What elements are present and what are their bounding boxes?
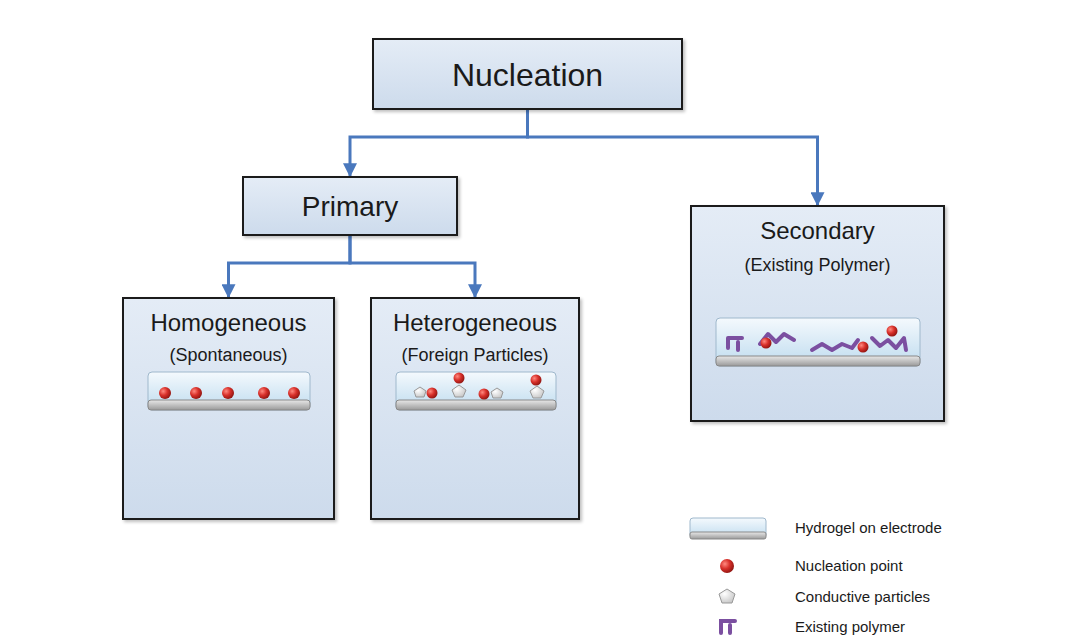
existing-polymer (728, 334, 906, 350)
hydrogel-swatch (690, 518, 766, 538)
box-title: Primary (302, 191, 398, 223)
polymer-swatch (721, 621, 735, 633)
box-subtitle: (Existing Polymer) (744, 255, 890, 276)
box-title: Homogeneous (150, 309, 306, 337)
branch-arrow (528, 110, 818, 205)
conductive-particle (414, 387, 426, 397)
nucleation-point (288, 387, 300, 399)
nucleation-point (190, 387, 202, 399)
conductive-particle (530, 386, 544, 398)
nucleation-point (454, 373, 465, 384)
root-box: Nucleation (372, 38, 683, 110)
nucleation-point (531, 375, 542, 386)
box-title: Heterogeneous (393, 309, 557, 337)
particle-swatch (719, 589, 735, 603)
box-subtitle: (Spontaneous) (169, 345, 287, 366)
nucleation-swatch (720, 559, 734, 573)
legend-text: Hydrogel on electrode (795, 519, 942, 536)
branch-arrow (350, 110, 528, 176)
nucleation-point (479, 389, 490, 400)
hydrogel-electrode (396, 372, 556, 410)
nucleation-point (222, 387, 234, 399)
conductive-particle (452, 385, 466, 397)
legend-text: Nucleation point (795, 557, 903, 574)
nucleation-point (761, 338, 772, 349)
branch-arrow (229, 236, 351, 297)
category-box: Secondary (Existing Polymer) (690, 205, 945, 422)
category-box: Primary (242, 176, 458, 236)
nucleation-point (427, 388, 438, 399)
electrode-swatch (690, 532, 766, 539)
conductive-particle (491, 388, 503, 398)
nucleation-point (858, 342, 869, 353)
box-subtitle: (Foreign Particles) (401, 345, 548, 366)
category-box: Homogeneous (Spontaneous) (122, 297, 335, 520)
hydrogel-electrode (148, 372, 310, 410)
legend-text: Existing polymer (795, 618, 905, 635)
category-box: Heterogeneous (Foreign Particles) (370, 297, 580, 520)
legend-swatches (690, 518, 766, 633)
nucleation-point (159, 387, 171, 399)
box-title: Nucleation (452, 57, 603, 94)
nucleation-point (258, 387, 270, 399)
nucleation-point (887, 326, 898, 337)
legend-text: Conductive particles (795, 588, 930, 605)
hydrogel-electrode (716, 318, 920, 366)
box-title: Secondary (760, 217, 875, 245)
branch-arrow (350, 236, 475, 297)
